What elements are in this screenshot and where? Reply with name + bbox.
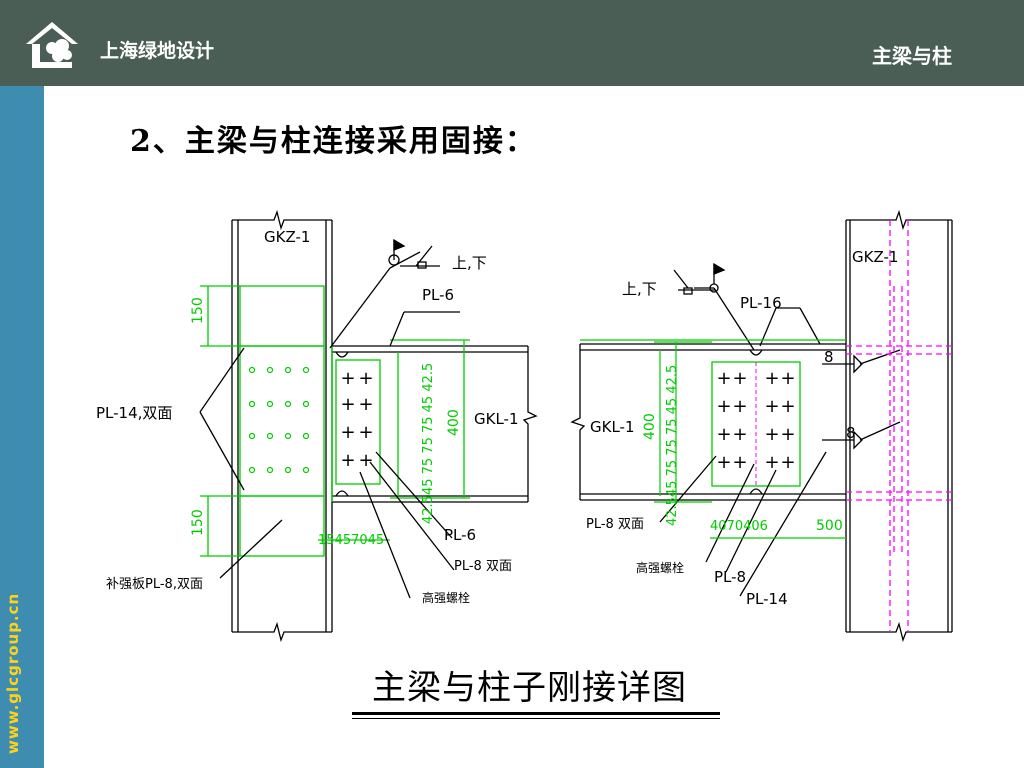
right-dim-400: 400 (642, 413, 658, 440)
right-beam-label: GKL-1 (590, 418, 635, 436)
left-plate-splice-label: PL-8 双面 (454, 559, 512, 574)
left-column-label: GKZ-1 (264, 228, 310, 246)
left-weld-note: 上,下 (452, 254, 487, 272)
svg-text:+: + (340, 450, 355, 471)
left-dim-150-top: 150 (190, 297, 206, 324)
right-plate-top-label: PL-16 (740, 294, 782, 312)
svg-text:+: + (732, 396, 747, 417)
svg-text:+: + (780, 368, 795, 389)
section-title: 主梁与柱 (872, 44, 952, 68)
svg-text:+: + (358, 422, 373, 443)
connection-drawing: ++ ++ ++ ++ GKZ-1 上,下 PL-6 GKL-1 PL-14,双… (96, 209, 953, 643)
left-plate-side-label: PL-14,双面 (96, 404, 172, 422)
left-plate-top-label: PL-6 (422, 286, 454, 304)
svg-text:+: + (764, 396, 779, 417)
svg-text:+: + (716, 368, 731, 389)
caption-underline-thin (352, 718, 720, 719)
left-bolts-label: 高强螺栓 (422, 590, 470, 605)
left-dim-vertical: 42.545 75 75 75 45 42.5 (421, 363, 436, 524)
svg-text:+: + (732, 424, 747, 445)
right-dim-bottom: 4070406 (710, 519, 768, 534)
header-bar: 上海绿地设计 主梁与柱 (0, 0, 1024, 86)
svg-text:+: + (780, 396, 795, 417)
svg-text:+: + (716, 424, 731, 445)
left-bolts: ++ ++ ++ ++ (340, 368, 373, 471)
company-name: 上海绿地设计 (100, 40, 215, 62)
right-weld-size-2: 8 (846, 424, 856, 442)
left-dim-bottom: 15457045 (318, 533, 384, 548)
left-detail (199, 209, 538, 643)
left-dim-400: 400 (446, 409, 462, 436)
left-stiffener-label: 补强板PL-8,双面 (106, 577, 203, 592)
svg-text:+: + (732, 368, 747, 389)
svg-text:+: + (716, 452, 731, 473)
sidebar-strip: www.glcgroup.cn (0, 86, 44, 768)
website-url: www.glcgroup.cn (4, 592, 22, 754)
svg-text:+: + (340, 422, 355, 443)
left-dim-150-bottom: 150 (190, 509, 206, 536)
caption-underline (352, 712, 720, 715)
svg-text:+: + (358, 368, 373, 389)
left-beam-label: GKL-1 (474, 410, 519, 428)
svg-text:+: + (780, 424, 795, 445)
svg-text:+: + (340, 368, 355, 389)
right-dim-vertical: 42.545 75 75 75 45 42.5 (665, 365, 680, 526)
drawing-caption: 主梁与柱子刚接详图 (372, 668, 687, 708)
svg-text:+: + (764, 452, 779, 473)
right-plate-side-label: PL-14 (746, 590, 788, 608)
svg-text:+: + (716, 396, 731, 417)
svg-text:+: + (732, 452, 747, 473)
left-bolt-holes (248, 366, 310, 474)
right-bolts: ++++ ++++ ++++ ++++ (716, 368, 795, 473)
right-column-label: GKZ-1 (852, 248, 898, 266)
svg-text:+: + (764, 424, 779, 445)
svg-text:+: + (358, 394, 373, 415)
right-plate-splice-label: PL-8 双面 (586, 517, 644, 532)
house-logo-icon (26, 22, 78, 68)
svg-text:+: + (780, 452, 795, 473)
svg-text:+: + (358, 450, 373, 471)
right-weld-size-1: 8 (824, 348, 834, 366)
right-plate-web-label: PL-8 (714, 568, 746, 586)
svg-text:+: + (764, 368, 779, 389)
svg-text:+: + (340, 394, 355, 415)
page-title: 2、主梁与柱连接采用固接： (130, 124, 537, 159)
left-plate-web-label: PL-6 (444, 526, 476, 544)
right-weld-note: 上,下 (622, 280, 657, 298)
right-dim-500: 500 (816, 518, 843, 534)
right-bolts-label: 高强螺栓 (636, 560, 684, 575)
